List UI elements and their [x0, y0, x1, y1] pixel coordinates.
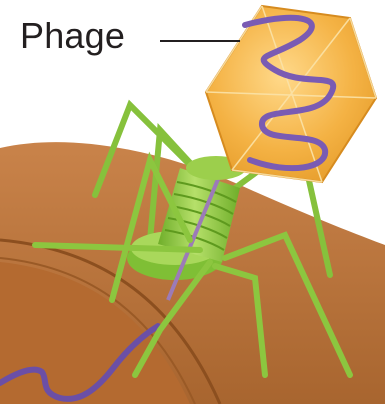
- capsid: [206, 6, 376, 182]
- phage-label: Phage: [20, 14, 125, 58]
